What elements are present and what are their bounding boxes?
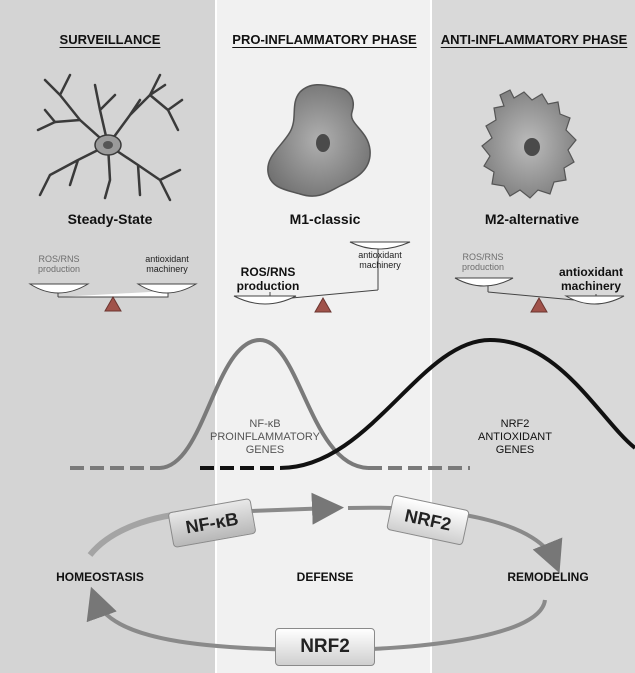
nrf2-gene-line1: NRF2 — [500, 418, 530, 430]
panel-divider — [215, 0, 217, 673]
nucleus-icon — [524, 138, 540, 156]
nucleus-icon — [103, 141, 113, 149]
ros-label-m2: ROS/RNS production — [461, 252, 505, 273]
balance-scale-m2 — [454, 277, 625, 313]
antioxidant-label-steady: antioxidant machinery — [145, 254, 189, 275]
phase-title-anti-inflammatory: ANTI-INFLAMMATORY PHASE — [440, 32, 628, 47]
remodeling-label: REMODELING — [507, 570, 589, 584]
nfkb-expression-curve — [70, 337, 470, 470]
nrf2-expression-curve — [200, 337, 635, 470]
nucleus-icon — [316, 134, 330, 152]
homeostasis-label: HOMEOSTASIS — [56, 570, 144, 584]
nfkb-gene-line3: GENES — [245, 444, 285, 457]
nfkb-gene-line1: NF-κB — [249, 418, 281, 430]
ros-label-m1: ROS/RNS production — [236, 265, 300, 293]
nrf2-gene-line3: GENES — [495, 444, 535, 457]
state-label-m1: M1-classic — [289, 211, 361, 227]
state-label-m2: M2-alternative — [484, 211, 580, 227]
phase-title-surveillance: SURVEILLANCE — [59, 32, 161, 47]
nfkb-gene-line2: PROINFLAMMATORY — [210, 431, 321, 444]
surveillance-panel — [0, 0, 216, 673]
state-label-steady: Steady-State — [67, 211, 153, 227]
nrf2-gene-line2: ANTIOXIDANT — [478, 431, 552, 444]
defense-label: DEFENSE — [296, 570, 354, 584]
antioxidant-label-m2: antioxidant machinery — [558, 265, 623, 293]
nfkb-gene-label: NF-κB PROINFLAMMATORY GENES — [210, 418, 320, 458]
balance-scale-m1 — [233, 241, 411, 313]
nrf2-gene-label: NRF2 ANTIOXIDANT GENES — [470, 418, 560, 458]
defense-to-remodeling-arrow — [347, 505, 563, 574]
ros-label-steady: ROS/RNS production — [37, 254, 81, 275]
balance-scale-steady — [28, 283, 198, 312]
nfkb-arrow — [249, 492, 344, 525]
antioxidant-label-m1: antioxidant machinery — [358, 250, 402, 271]
phase-title-pro-inflammatory: PRO-INFLAMMATORY PHASE — [232, 32, 417, 47]
panel-divider — [430, 0, 432, 673]
nrf2-tag-bottom: NRF2 — [275, 628, 375, 666]
